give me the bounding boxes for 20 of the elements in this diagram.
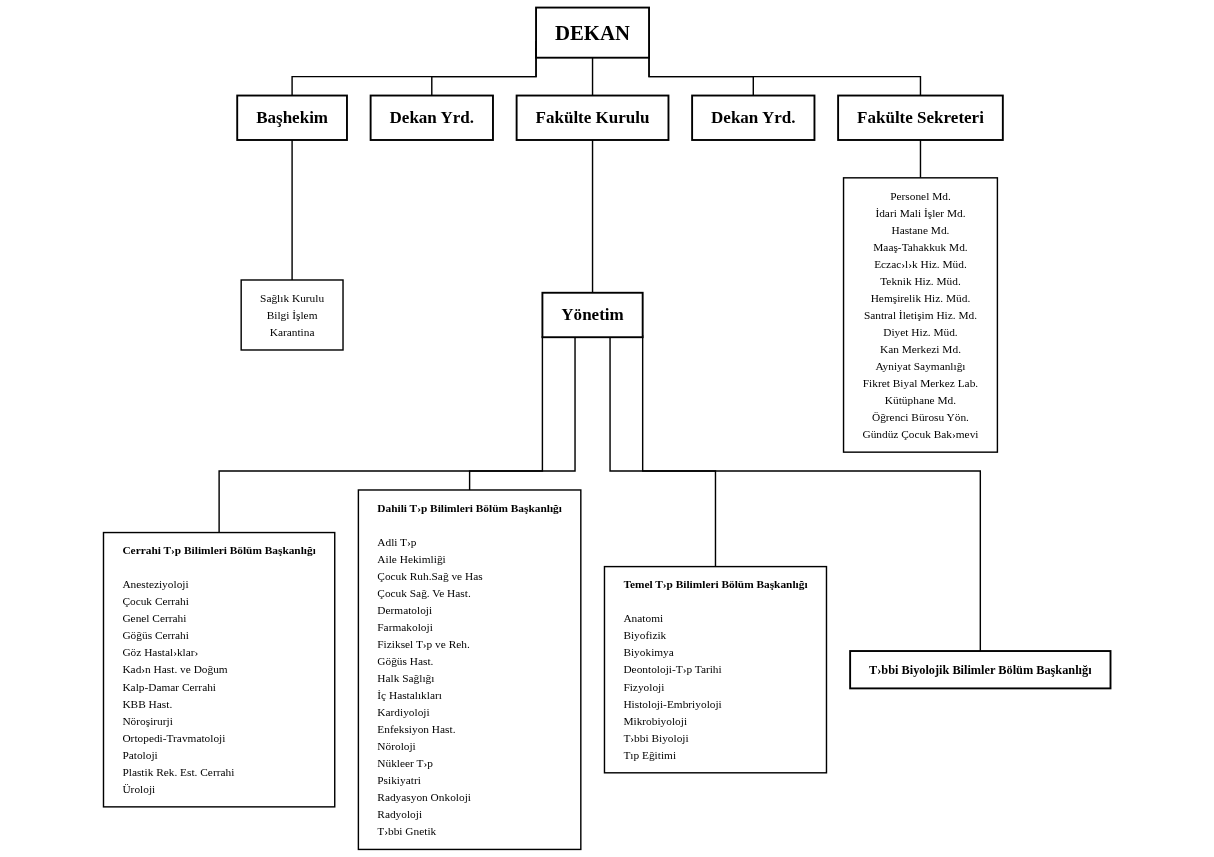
connector [591, 57, 594, 97]
node-box: Personel Md. İdari Mali İşler Md. Hastane Md. Maaş-Tahakkuk Md. Eczac›l›k Hiz. Müd. Teknik Hiz. Müd. Hemşirelik Hiz. Müd. Santral İletişim Hiz. Md. Diyet Hiz. Müd. Kan Merkezi Md. Ayniyat Saymanlığı Fikret Biyal Merkez Lab. Kütüphane Md. Öğrenci Bürosu Yön. Gündüz Çocuk Bak›mevi [842, 177, 999, 453]
node-box: Dahili T›p Bilimleri Bölüm Başkanlığı Adli T›p Aile Hekimliği Çocuk Ruh.Sağ ve Has Çocuk Sağ. Ve Hast. Dermatoloji Farmakoloji Fiziksel T›p ve Reh. Göğüs Hast. Halk Sağlığı İç Hastalıkları Kardiyoloji Enfeksiyon Hast. Nöroloji Nükleer T›p Psikiyatri Radyasyon Onkoloji Radyoloji T›bbi Gnetik [357, 489, 582, 851]
node-box: Cerrahi T›p Bilimleri Bölüm Başkanlığı Anesteziyoloji Çocuk Cerrahi Genel Cerrahi Göğüs Cerrahi Göz Hastal›klar› Kad›n Hast. ve Doğum Kalp-Damar Cerrahi KBB Hast. Nöroşirurji Ortopedi-Travmatoloji Patoloji Plastik Rek. Est. Cerrahi Üroloji [102, 531, 336, 808]
connector [591, 139, 594, 294]
node-box: Temel T›p Bilimleri Bölüm Başkanlığı Anatomi Biyofizik Biyokimya Deontoloji-T›p Tarihi Fizyoloji Histoloji-Embriyoloji Mikrobiyoloji T›bbi Biyoloji Tıp Eğitimi [603, 565, 828, 774]
node-box: T›bbi Biyolojik Bilimler Bölüm Başkanlığı [849, 650, 1112, 690]
node-box: Dekan Yrd. [369, 94, 494, 141]
node-box: Yönetim [541, 291, 644, 339]
node-box: Fakülte Sekreteri [837, 94, 1004, 141]
node-box: Sağlık Kurulu Bilgi İşlem Karantina [240, 279, 344, 351]
connector [291, 139, 293, 281]
connector [468, 336, 576, 491]
node-box: Fakülte Kurulu [515, 94, 670, 141]
connector [609, 336, 717, 568]
connector [218, 335, 544, 534]
node-box: Dekan Yrd. [691, 94, 816, 141]
connector [919, 139, 922, 179]
node-box: DEKAN [535, 6, 650, 59]
node-box: Başhekim [236, 94, 348, 141]
